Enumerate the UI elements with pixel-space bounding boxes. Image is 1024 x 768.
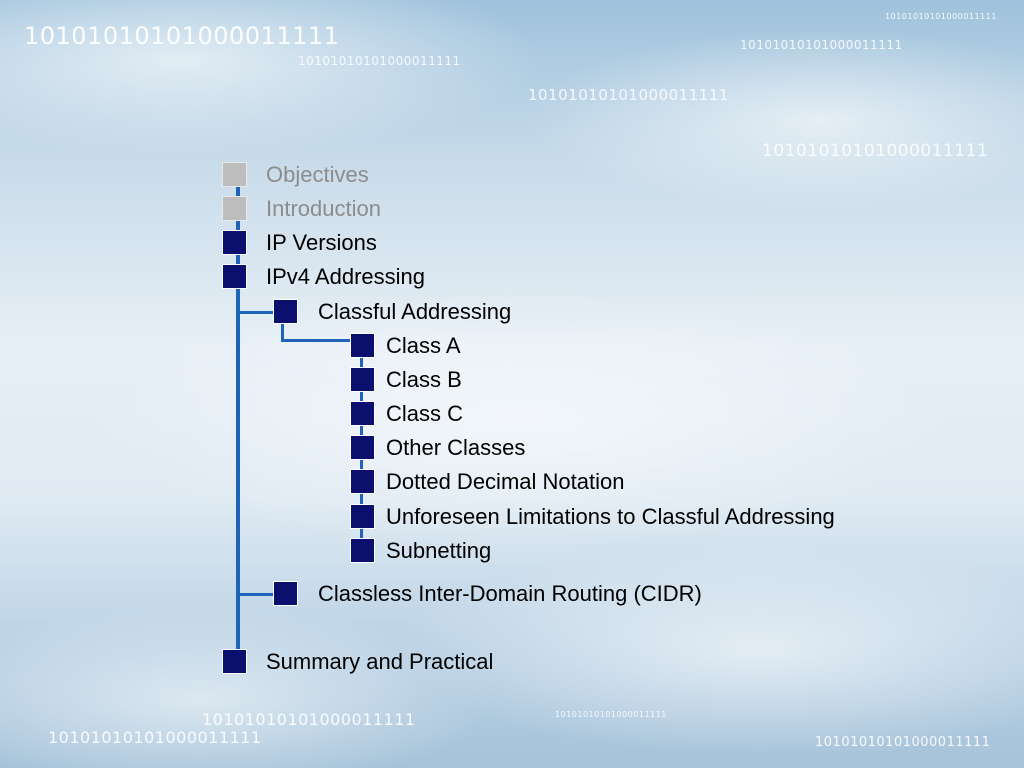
outline-bullet-icon <box>222 230 247 255</box>
outline-item-class-c[interactable]: Class C <box>386 401 464 426</box>
binary-watermark-text: 10101010101000011111 <box>48 728 262 747</box>
outline-bullet-icon <box>222 196 247 221</box>
outline-bullet-icon <box>222 264 247 289</box>
binary-watermark-text: 10101010101000011111 <box>740 38 903 52</box>
binary-watermark-text: 10101010101000011111 <box>298 54 461 68</box>
outline-item-summary-and-practical[interactable]: Summary and Practical <box>266 649 494 674</box>
outline-bullet-icon <box>222 162 247 187</box>
binary-watermark-text: 10101010101000011111 <box>24 22 340 50</box>
outline-item-cidr[interactable]: Classless Inter-Domain Routing (CIDR) <box>318 581 702 606</box>
outline-bullet-icon <box>273 581 298 606</box>
outline-trunk-line <box>236 175 240 665</box>
outline-bullet-icon <box>350 504 375 529</box>
outline-branch-line <box>238 311 276 314</box>
binary-watermark-text: 10101010101000011111 <box>202 710 416 729</box>
outline-sub-trunk-line <box>281 318 284 342</box>
outline-bullet-icon <box>350 469 375 494</box>
outline-bullet-icon <box>350 401 375 426</box>
outline-item-class-a[interactable]: Class A <box>386 333 461 358</box>
outline-item-other-classes[interactable]: Other Classes <box>386 435 526 460</box>
outline-item-classful-addressing[interactable]: Classful Addressing <box>318 299 512 324</box>
outline-bullet-icon <box>350 333 375 358</box>
binary-watermark-text: 10101010101000011111 <box>885 12 997 21</box>
outline-item-ip-versions[interactable]: IP Versions <box>266 230 377 255</box>
outline-sub-branch-line <box>281 339 353 342</box>
outline-item-objectives[interactable]: Objectives <box>266 162 369 187</box>
outline-item-dotted-decimal-notation[interactable]: Dotted Decimal Notation <box>386 469 625 494</box>
outline-item-class-b[interactable]: Class B <box>386 367 462 392</box>
outline-branch-line <box>238 593 276 596</box>
outline-bullet-icon <box>273 299 298 324</box>
outline-bullet-icon <box>350 538 375 563</box>
outline-bullet-icon <box>350 435 375 460</box>
binary-watermark-text: 10101010101000011111 <box>815 735 991 750</box>
binary-watermark-text: 10101010101000011111 <box>555 710 667 719</box>
outline-bullet-icon <box>350 367 375 392</box>
outline-item-unforeseen-limitations[interactable]: Unforeseen Limitations to Classful Addre… <box>386 504 835 529</box>
binary-watermark-text: 10101010101000011111 <box>762 141 989 161</box>
outline-item-ipv4-addressing[interactable]: IPv4 Addressing <box>266 264 425 289</box>
outline-item-introduction[interactable]: Introduction <box>266 196 381 221</box>
binary-watermark-text: 10101010101000011111 <box>528 86 729 104</box>
outline-item-subnetting[interactable]: Subnetting <box>386 538 492 563</box>
outline-bullet-icon <box>222 649 247 674</box>
